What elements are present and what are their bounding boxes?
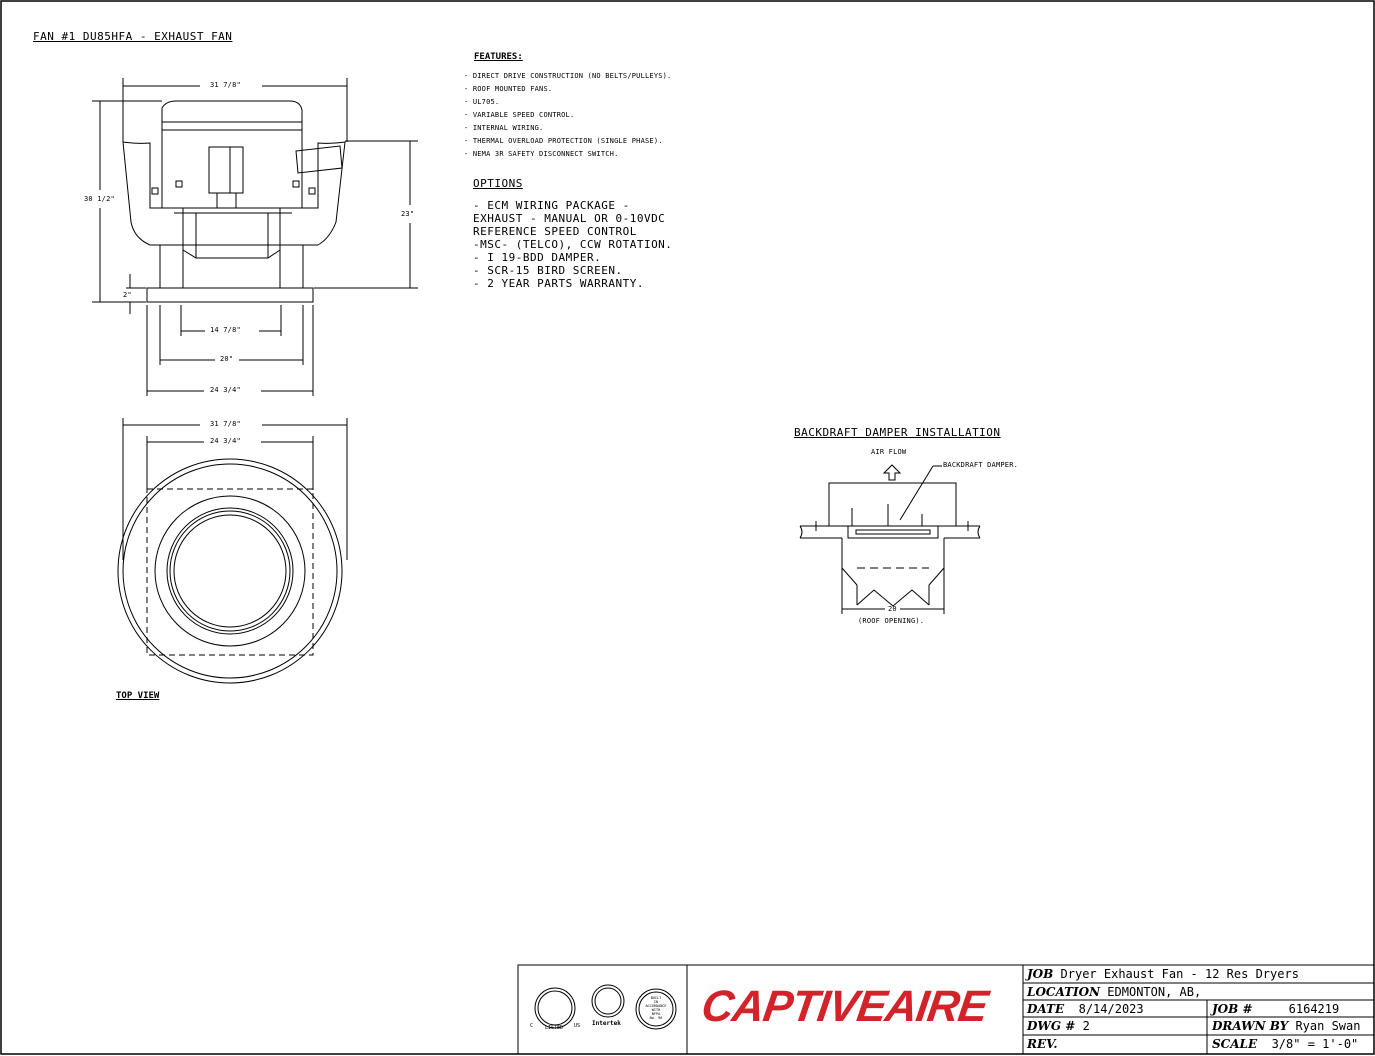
tb-job-row: JOB Dryer Exhaust Fan - 12 Res Dryers [1027,968,1299,980]
roof-opening-label: (ROOF OPENING). [858,617,925,625]
tb-jobno-value: 6164219 [1288,1002,1340,1016]
tb-dwg-value: 2 [1082,1019,1090,1033]
tb-drawn-value: Ryan Swan [1295,1019,1361,1033]
tb-drawn-row: DRAWN BY Ryan Swan [1212,1020,1360,1032]
tb-scale-value: 3/8" = 1'-0" [1271,1037,1359,1051]
option-item: - 2 YEAR PARTS WARRANTY. [473,277,644,290]
dim-body-height: 23" [401,210,415,218]
damper-detail [799,464,981,614]
etl-c: C [530,1023,534,1029]
option-item: - SCR-15 BIRD SCREEN. [473,264,623,277]
tb-dwg-label: DWG # [1027,1019,1076,1033]
fan-elevation [92,78,418,396]
tb-date-value: 8/14/2023 [1078,1002,1144,1016]
dim-base-width: 24 3/4" [210,386,241,394]
nfpa-line: NFPA [651,1012,661,1016]
nfpa-line: No. 96 [649,1016,663,1020]
tb-location-row: LOCATION EDMONTON, AB, [1027,986,1201,998]
dim-total-height: 30 1/2" [84,195,115,203]
nfpa-badge: BUILT IN ACCORDANCE WITH NFPA No. 96 [642,996,670,1020]
tb-rev-row: REV. [1027,1038,1058,1050]
etl-listed: LISTED [545,1025,564,1031]
feature-item: - DIRECT DRIVE CONSTRUCTION (NO BELTS/PU… [464,72,672,80]
tb-location-label: LOCATION [1027,985,1101,999]
nfpa-line: BUILT [650,996,662,1000]
option-item: -MSC- (TELCO), CCW ROTATION. [473,238,673,251]
brand-logo: CAPTIVEAIRE [698,982,991,1031]
feature-item: - THERMAL OVERLOAD PROTECTION (SINGLE PH… [464,137,663,145]
tb-jobno-row: JOB # 6164219 [1212,1003,1339,1015]
tb-date-label: DATE [1027,1002,1065,1016]
tb-scale-label: SCALE [1212,1037,1258,1051]
options-heading: OPTIONS [473,177,523,190]
backdraft-damper-label: BACKDRAFT DAMPER. [943,461,1019,469]
option-item: - ECM WIRING PACKAGE - [473,199,630,212]
fan-top-view [117,418,348,684]
dim-inner-width: 14 7/8" [210,326,241,334]
tb-jobno-label: JOB # [1212,1002,1253,1016]
roof-opening-value: 20 [888,605,897,613]
option-item: REFERENCE SPEED CONTROL [473,225,637,238]
etl-us: US [574,1023,581,1029]
feature-item: - INTERNAL WIRING. [464,124,544,132]
intertek-label: Intertek [592,1020,621,1027]
dim-top-view-inner: 24 3/4" [210,437,241,445]
features-heading: FEATURES: [474,52,523,62]
feature-item: - ROOF MOUNTED FANS. [464,85,553,93]
tb-scale-row: SCALE 3/8" = 1'-0" [1212,1038,1358,1050]
option-item: EXHAUST - MANUAL OR 0-10VDC [473,212,666,225]
nfpa-line: IN [653,1000,659,1004]
page-title: FAN #1 DU85HFA - EXHAUST FAN [33,30,233,43]
feature-item: - UL705. [464,98,500,106]
dim-mid-width: 20" [220,355,234,363]
option-item: - I 19-BDD DAMPER. [473,251,602,264]
feature-item: - NEMA 3R SAFETY DISCONNECT SWITCH. [464,150,619,158]
title-block [517,964,1375,1055]
feature-item: - VARIABLE SPEED CONTROL. [464,111,575,119]
nfpa-line: WITH [651,1008,661,1012]
nfpa-line: ACCORDANCE [645,1004,667,1008]
tb-rev-label: REV. [1027,1037,1058,1051]
dim-top-view-outer: 31 7/8" [210,420,241,428]
tb-job-label: JOB [1027,967,1054,981]
tb-drawn-label: DRAWN BY [1212,1019,1289,1033]
tb-job-value: Dryer Exhaust Fan - 12 Res Dryers [1060,967,1299,981]
damper-title: BACKDRAFT DAMPER INSTALLATION [794,426,1001,439]
tb-location-value: EDMONTON, AB, [1107,985,1202,999]
dim-curb-height: 2" [123,291,132,299]
dim-top-width: 31 7/8" [210,81,241,89]
tb-date-row: DATE 8/14/2023 [1027,1003,1144,1015]
air-flow-label: AIR FLOW [871,448,907,456]
top-view-label: TOP VIEW [116,691,160,701]
tb-dwg-row: DWG # 2 [1027,1020,1090,1032]
